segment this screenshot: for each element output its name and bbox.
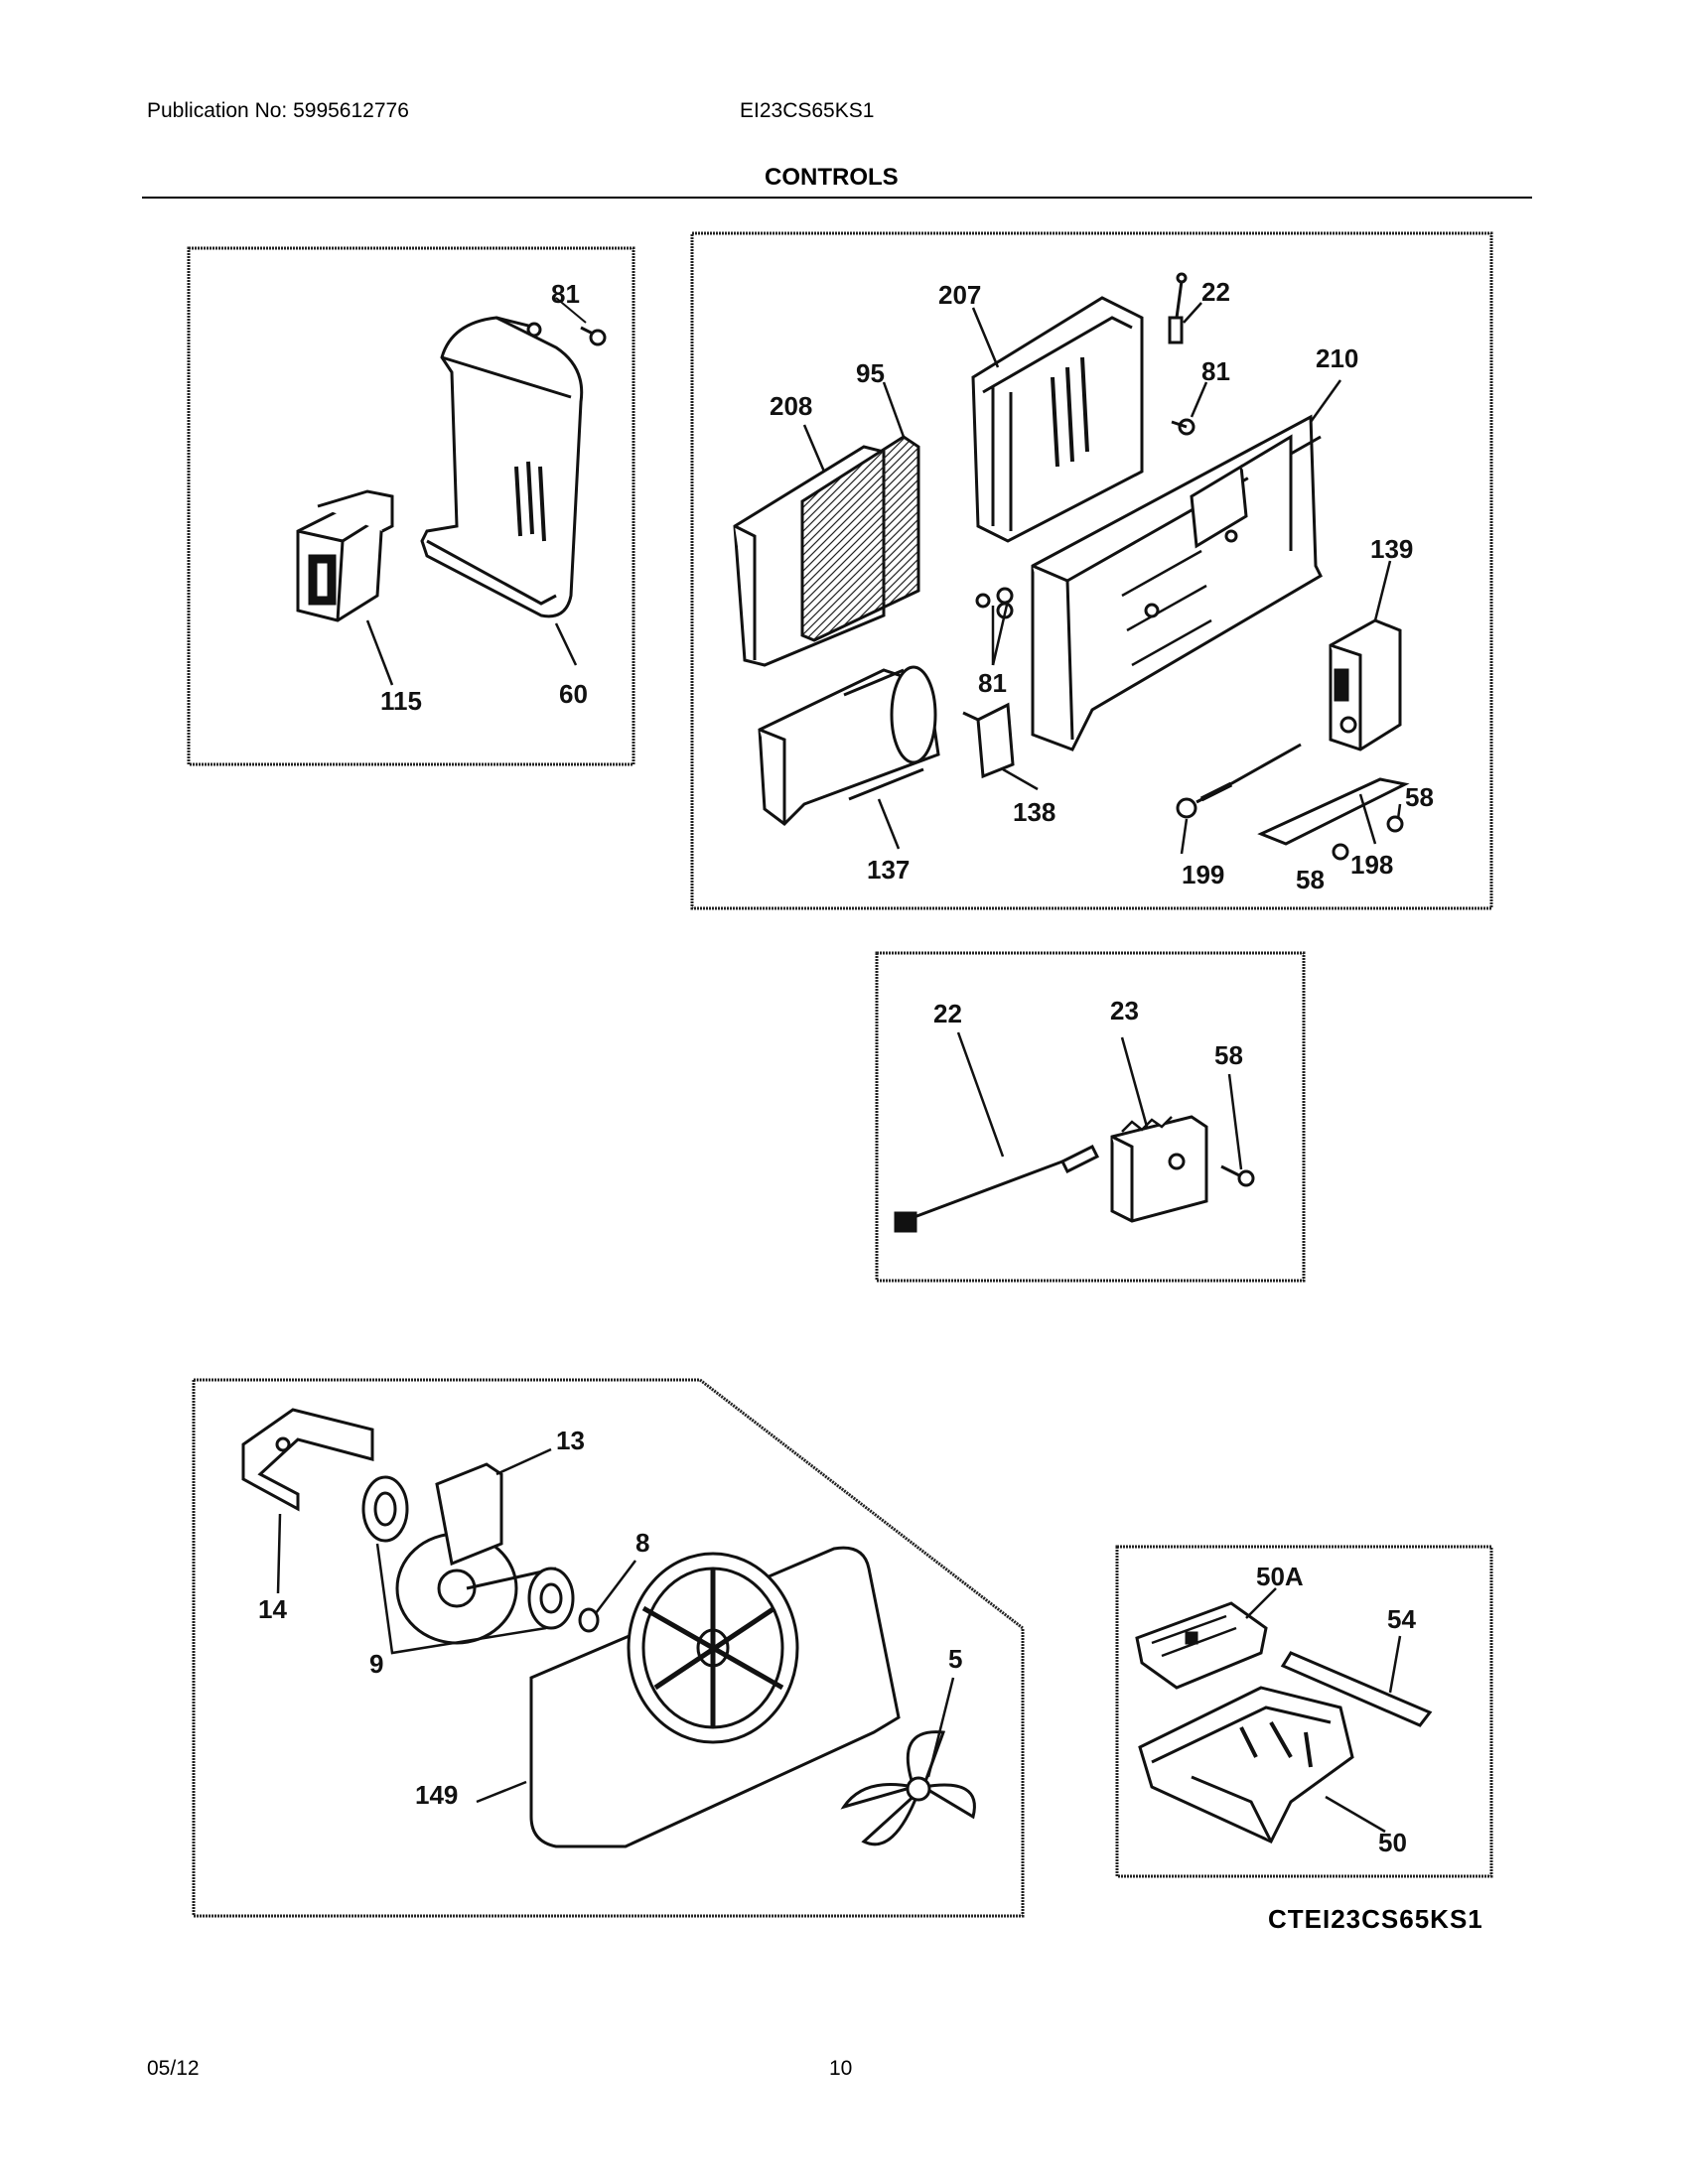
callout-54: 54 bbox=[1387, 1604, 1416, 1634]
footer-date: 05/12 bbox=[147, 2057, 200, 2080]
part-95-filter bbox=[800, 435, 920, 642]
callout-14: 14 bbox=[258, 1594, 287, 1624]
callout-137: 137 bbox=[867, 855, 910, 885]
part-81-screw bbox=[555, 297, 607, 346]
callout-13: 13 bbox=[556, 1426, 585, 1455]
part-22-lead bbox=[894, 1144, 1100, 1233]
part-207-frame bbox=[971, 296, 1144, 543]
callout-22-b: 22 bbox=[933, 999, 962, 1028]
part-9-wheels bbox=[361, 1475, 575, 1630]
callout-81-a: 81 bbox=[551, 279, 580, 309]
part-13-motor bbox=[395, 1462, 557, 1645]
part-199-wire bbox=[1176, 743, 1302, 819]
callout-58-a: 58 bbox=[1405, 782, 1434, 812]
part-60-housing bbox=[420, 316, 584, 618]
panel-sensor: 22 23 58 bbox=[875, 951, 1306, 1283]
part-50A-board bbox=[1135, 1601, 1268, 1690]
part-5-fan-blade bbox=[840, 1730, 976, 1846]
callout-198: 198 bbox=[1350, 850, 1393, 880]
publication-number: Publication No: 5995612776 bbox=[147, 99, 409, 122]
callout-81-b: 81 bbox=[1201, 356, 1230, 386]
part-115-damper bbox=[296, 489, 394, 622]
part-210-housing bbox=[1031, 414, 1323, 751]
part-138-bracket bbox=[962, 702, 1015, 779]
callout-23: 23 bbox=[1110, 996, 1139, 1025]
panel-control-assembly: 207 22 81 210 208 95 139 81 138 137 58 1… bbox=[690, 231, 1493, 910]
callout-95: 95 bbox=[856, 358, 885, 388]
callout-81-c: 81 bbox=[978, 668, 1007, 698]
part-22-sensor bbox=[1168, 272, 1188, 344]
section-title: CONTROLS bbox=[765, 164, 899, 191]
model-number: EI23CS65KS1 bbox=[740, 99, 875, 122]
callout-207: 207 bbox=[938, 280, 981, 310]
panel-cold-control: 81 115 60 bbox=[187, 246, 635, 766]
part-139-switch bbox=[1329, 618, 1402, 751]
panel-control-box: 50A 54 50 bbox=[1115, 1545, 1493, 1878]
part-23-housing bbox=[1110, 1115, 1208, 1223]
part-58-screw bbox=[1220, 1164, 1255, 1187]
part-54-bracket bbox=[1280, 1651, 1433, 1727]
callout-22-a: 22 bbox=[1201, 277, 1230, 307]
callout-199: 199 bbox=[1182, 860, 1224, 889]
callout-8: 8 bbox=[635, 1528, 649, 1558]
callout-210: 210 bbox=[1316, 343, 1358, 373]
page-number: 10 bbox=[829, 2057, 853, 2080]
part-149-shroud bbox=[529, 1546, 901, 1848]
part-137-light bbox=[758, 665, 940, 826]
callout-139: 139 bbox=[1370, 534, 1413, 564]
part-58-screws bbox=[1332, 815, 1404, 861]
callout-60: 60 bbox=[559, 679, 588, 709]
callout-50: 50 bbox=[1378, 1828, 1407, 1857]
part-8-washer bbox=[578, 1607, 600, 1633]
panel-fan-assembly: 13 14 8 9 5 149 bbox=[192, 1378, 1025, 1918]
part-81-screws bbox=[975, 418, 1196, 619]
callout-149: 149 bbox=[415, 1780, 458, 1810]
callout-58-b: 58 bbox=[1296, 865, 1325, 894]
callout-9: 9 bbox=[369, 1649, 383, 1679]
callout-58-c: 58 bbox=[1214, 1040, 1243, 1070]
callout-115: 115 bbox=[380, 686, 422, 716]
header-divider bbox=[142, 197, 1532, 199]
part-14-bracket bbox=[241, 1408, 374, 1512]
part-198-plate bbox=[1257, 777, 1410, 846]
diagram-code: CTEI23CS65KS1 bbox=[1268, 1904, 1483, 1934]
callout-5: 5 bbox=[948, 1644, 962, 1674]
callout-138: 138 bbox=[1013, 797, 1055, 827]
part-50-box bbox=[1138, 1686, 1354, 1843]
callout-208: 208 bbox=[770, 391, 812, 421]
callout-50A: 50A bbox=[1256, 1562, 1304, 1591]
